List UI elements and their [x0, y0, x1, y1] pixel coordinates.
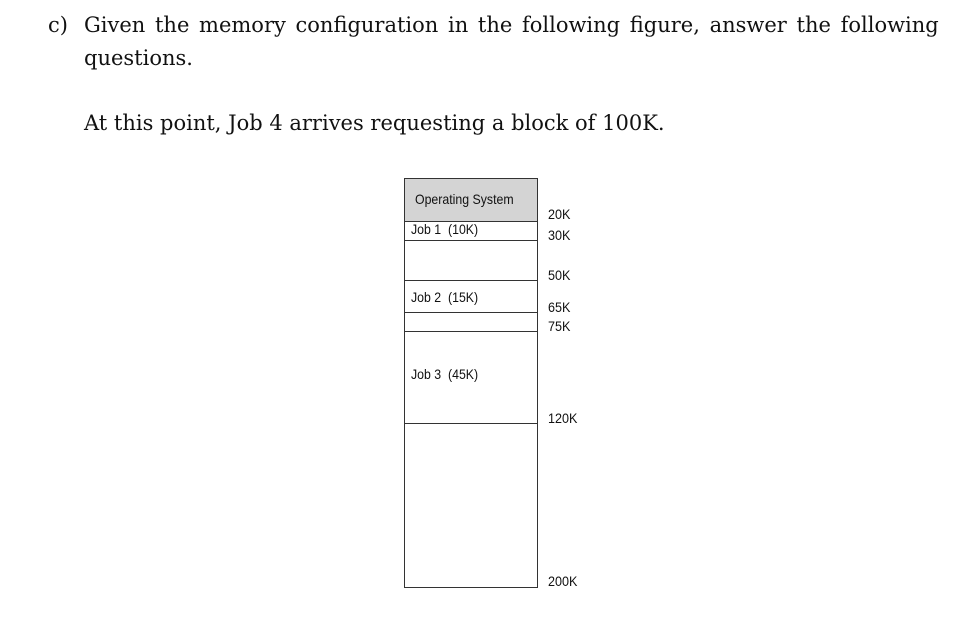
memory-block: Operating System Job 1 (10K) Job 2 (15K)… — [404, 178, 538, 588]
divider-50k — [405, 280, 537, 281]
divider-120k — [405, 423, 537, 424]
divider-65k — [405, 312, 537, 313]
question-label: c) — [48, 13, 68, 37]
addr-120k: 120K — [548, 410, 578, 426]
job1-label: Job 1 (10K) — [411, 221, 479, 237]
question-line-1: Given the memory configuration in the fo… — [84, 13, 939, 37]
divider-75k — [405, 331, 537, 332]
question-line-2: questions. — [84, 46, 193, 70]
job2-label: Job 2 (15K) — [411, 289, 479, 305]
job3-label: Job 3 (45K) — [411, 366, 479, 382]
os-label: Operating System — [415, 191, 514, 207]
addr-75k: 75K — [548, 318, 571, 334]
os-region — [405, 179, 537, 222]
question-context: At this point, Job 4 arrives requesting … — [84, 111, 665, 135]
addr-200k: 200K — [548, 573, 578, 589]
divider-30k — [405, 240, 537, 241]
addr-20k: 20K — [548, 206, 571, 222]
addr-50k: 50K — [548, 267, 571, 283]
addr-65k: 65K — [548, 299, 571, 315]
addr-30k: 30K — [548, 227, 571, 243]
